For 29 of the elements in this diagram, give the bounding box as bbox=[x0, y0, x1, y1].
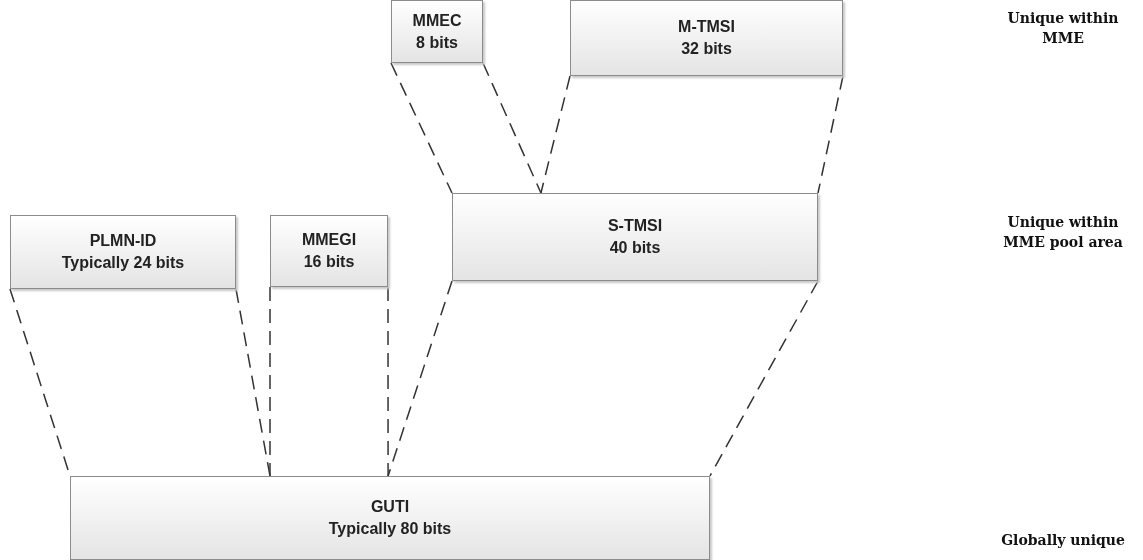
field-box bbox=[452, 193, 818, 281]
field-box bbox=[570, 0, 843, 76]
field-name: MMEGI bbox=[301, 230, 357, 250]
scope-note: Globally unique bbox=[1000, 531, 1126, 550]
field-box bbox=[10, 215, 236, 289]
bit-length: 40 bits bbox=[609, 238, 661, 258]
field-box bbox=[70, 476, 710, 560]
bit-length: 16 bits bbox=[303, 252, 355, 272]
dashed-line bbox=[817, 75, 844, 194]
scope-note: Unique within MME bbox=[1006, 9, 1120, 48]
field-box bbox=[391, 0, 483, 63]
dashed-line bbox=[709, 280, 819, 477]
dashed-line bbox=[390, 62, 453, 194]
bit-length: Typically 80 bits bbox=[328, 519, 452, 539]
dashed-line bbox=[269, 286, 271, 477]
field-name: M-TMSI bbox=[678, 17, 735, 37]
field-name: MMEC bbox=[412, 10, 462, 31]
bit-length: 32 bits bbox=[681, 39, 732, 59]
dashed-line bbox=[482, 62, 542, 194]
field-name: S-TMSI bbox=[607, 216, 663, 236]
dashed-line bbox=[387, 286, 389, 477]
field-name: PLMN-ID bbox=[89, 231, 157, 251]
scope-note: Unique within MME pool area bbox=[1002, 213, 1124, 252]
bit-length: Typically 24 bits bbox=[61, 253, 185, 273]
bit-length: 8 bits bbox=[416, 32, 458, 53]
dashed-line bbox=[540, 75, 571, 194]
field-name: GUTI bbox=[370, 497, 410, 517]
dashed-line bbox=[387, 280, 453, 477]
field-box bbox=[270, 215, 388, 287]
